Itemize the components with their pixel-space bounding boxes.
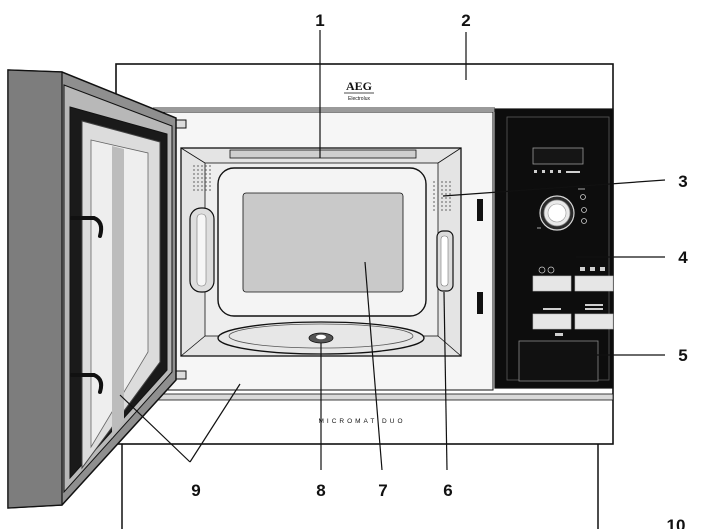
start-button[interactable] [574, 304, 614, 330]
door-release-area[interactable] [518, 333, 599, 382]
callout-8: 8 [316, 481, 325, 500]
callout-6: 6 [443, 481, 452, 500]
callout-7: 7 [378, 481, 387, 500]
brand-logo-sub: Electrolux [348, 96, 370, 102]
leader-9b [189, 383, 241, 463]
leader-6 [443, 291, 448, 471]
latch-slot-top [477, 199, 483, 221]
callout-numbers: 1 2 3 4 5 6 7 8 9 10 [191, 11, 688, 529]
callout-5: 5 [678, 346, 687, 365]
callout-10: 10 [667, 516, 686, 529]
callout-9: 9 [191, 481, 200, 500]
callout-2: 2 [461, 11, 470, 30]
callout-1: 1 [315, 11, 324, 30]
base-cabinet [121, 444, 599, 529]
stop-button[interactable] [532, 308, 572, 330]
leader-3 [442, 179, 666, 197]
knob-symbols [537, 188, 587, 229]
function-button-right[interactable] [574, 267, 614, 292]
window-glass [242, 192, 404, 293]
callout-4: 4 [678, 248, 688, 267]
latch-slot-bottom [477, 292, 483, 314]
panel-display [532, 147, 584, 165]
frame-bottom-band [115, 393, 614, 401]
leader-9a [119, 394, 191, 463]
brand-logo-text: AEG [346, 79, 372, 93]
left-vent [193, 163, 213, 191]
door-latch-hooks [70, 216, 104, 394]
top-vent-strip [153, 107, 495, 112]
callout-3: 3 [678, 172, 687, 191]
function-button-left[interactable] [532, 266, 572, 292]
brand-logo: AEG Electrolux [344, 79, 374, 102]
model-name-text: MICROMAT DUO [318, 418, 405, 425]
rotary-knob[interactable] [539, 195, 575, 231]
leader-7 [364, 261, 383, 471]
oven-door[interactable] [7, 69, 177, 509]
display-indicator-row [534, 170, 580, 173]
ceiling-grill [229, 149, 417, 159]
right-vent [432, 180, 452, 212]
leader-lines [119, 30, 666, 471]
